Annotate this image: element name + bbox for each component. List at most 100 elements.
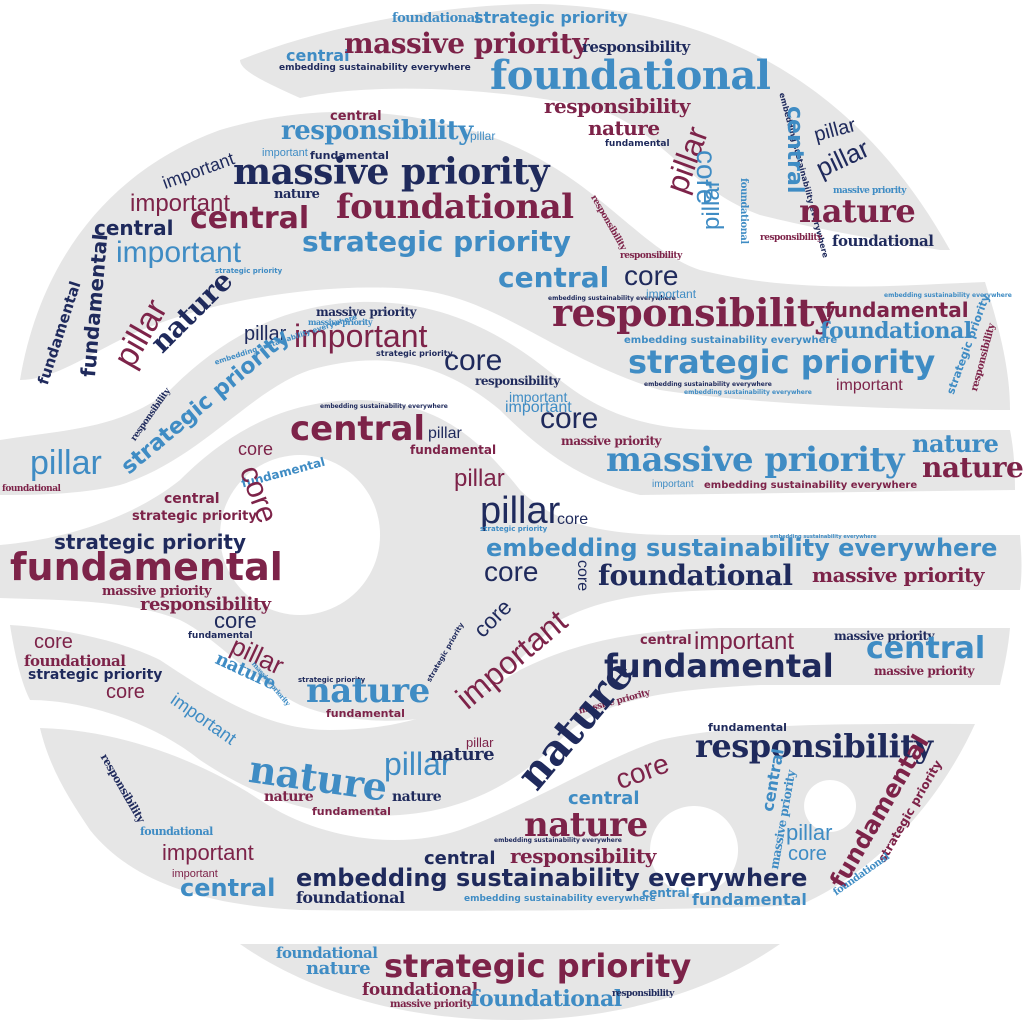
band-third — [0, 301, 1015, 495]
cloud-word: core — [444, 344, 503, 377]
cloud-word: strategic priority — [28, 667, 163, 683]
cloud-word: pillar — [30, 444, 102, 482]
band-sixth — [40, 723, 975, 911]
cloud-word: core — [540, 402, 599, 435]
cloud-word: fundamental — [312, 805, 391, 818]
cloud-word: core — [691, 150, 722, 205]
cloud-word: central — [190, 201, 310, 236]
cloud-word: responsibility — [544, 94, 690, 118]
cloud-word: important — [172, 868, 218, 880]
cloud-word: nature — [524, 805, 648, 845]
cloud-word: embedding sustainability everywhere — [320, 403, 448, 410]
cloud-word: fundamental — [410, 443, 497, 457]
cloud-word: embedding sustainability everywhere — [494, 837, 622, 844]
cloud-word: important — [116, 236, 242, 269]
cloud-word: important — [262, 147, 308, 159]
cloud-word: massive priority — [233, 151, 550, 193]
cloud-word: strategic priority — [54, 530, 247, 554]
cloud-word: foundational — [470, 986, 622, 1012]
cloud-word: central — [94, 216, 174, 240]
cloud-word: fundamental — [604, 647, 834, 685]
cloud-word: core — [214, 608, 257, 633]
cloud-word: embedding sustainability everywhere — [486, 534, 998, 562]
cloud-word: massive priority — [102, 584, 212, 599]
cloud-word: massive priority — [834, 629, 935, 643]
cloud-word: pillar — [428, 425, 462, 442]
cloud-word: responsibility — [760, 233, 822, 243]
cloud-word: embedding sustainability everywhere — [884, 292, 1012, 299]
cloud-word: central — [498, 261, 610, 294]
cloud-word: important — [836, 377, 903, 394]
cloud-word: strategic priority — [474, 8, 628, 27]
cloud-word: central — [782, 106, 807, 194]
cloud-word: pillar — [470, 129, 496, 143]
cloud-word: embedding sustainability everywhere — [644, 381, 772, 388]
cloud-word: central — [640, 633, 692, 648]
cloud-word: responsibility — [552, 290, 836, 335]
band-top — [240, 4, 950, 250]
cloud-word: core — [557, 511, 589, 528]
cloud-word: massive priority — [390, 999, 473, 1010]
cloud-word: core — [106, 681, 145, 703]
cloud-word: embedding sustainability everywhere — [464, 894, 656, 904]
cloud-word: fundamental — [692, 890, 807, 909]
cloud-word: fundamental — [10, 545, 283, 589]
cloud-word: central — [424, 848, 496, 869]
cloud-word: important — [509, 389, 568, 405]
cloud-word: pillar — [244, 323, 287, 345]
cloud-word: central — [180, 874, 276, 902]
cloud-word: massive priority — [874, 664, 975, 678]
cloud-word: foundational — [832, 232, 934, 250]
cloud-word: responsibility — [695, 727, 933, 765]
cloud-word: strategic priority — [628, 343, 936, 381]
cloud-word: strategic priority — [298, 676, 366, 684]
cloud-word: responsibility — [620, 251, 682, 261]
cloud-word: nature — [922, 451, 1024, 484]
cloud-word: nature — [430, 744, 495, 765]
cloud-word: core — [574, 560, 591, 592]
cloud-word: core — [34, 631, 73, 653]
cloud-word: fundamental — [326, 707, 405, 720]
cloud-word: central — [290, 409, 426, 449]
cloud-word: fundamental — [708, 721, 787, 734]
cloud-word: central — [286, 46, 350, 65]
cloud-word: central — [164, 491, 220, 507]
band-fifth — [10, 625, 1010, 816]
cloud-word: pillar — [454, 465, 505, 492]
cloud-word: important — [646, 287, 697, 301]
cloud-word: embedding sustainability everywhere — [296, 864, 808, 892]
band-ring — [0, 400, 1022, 721]
cloud-word: pillar — [384, 746, 452, 782]
cloud-word: nature — [274, 187, 320, 202]
cloud-word: strategic priority — [384, 947, 692, 985]
cloud-word: fundamental — [605, 139, 670, 149]
cloud-word: foundational — [336, 187, 574, 227]
cloud-word: fundamental — [188, 631, 253, 641]
cloud-word: strategic priority — [376, 349, 453, 358]
cloud-word: embedding sustainability everywhere — [704, 480, 918, 491]
cloud-word: pillar — [480, 490, 561, 532]
cloud-word: embedding sustainability everywhere — [684, 389, 812, 396]
cloud-word: foundational — [296, 888, 405, 907]
cloud-word: core — [484, 556, 539, 587]
cloud-word: embedding sustainability everywhere — [548, 295, 676, 302]
cloud-word: strategic priority — [302, 225, 571, 258]
cloud-word: embedding sustainability everywhere — [279, 63, 471, 73]
cloud-word: important — [652, 479, 694, 490]
cloud-word: core — [238, 439, 274, 459]
cloud-word: strategic priority — [215, 267, 283, 275]
cloud-word: responsibility — [475, 374, 560, 388]
cloud-word: massive priority — [308, 317, 373, 327]
band-bottom — [240, 944, 780, 1020]
cloud-word: foundational — [362, 980, 478, 1000]
band-second — [20, 111, 1010, 411]
cloud-word: central — [330, 109, 382, 124]
cloud-word: central — [642, 886, 690, 900]
cloud-word: responsibility — [281, 116, 473, 146]
cloud-word: massive priority — [833, 186, 907, 196]
cloud-word: central — [568, 788, 640, 809]
cloud-word: responsibility — [140, 594, 271, 615]
cloud-word: foundational — [24, 652, 126, 670]
